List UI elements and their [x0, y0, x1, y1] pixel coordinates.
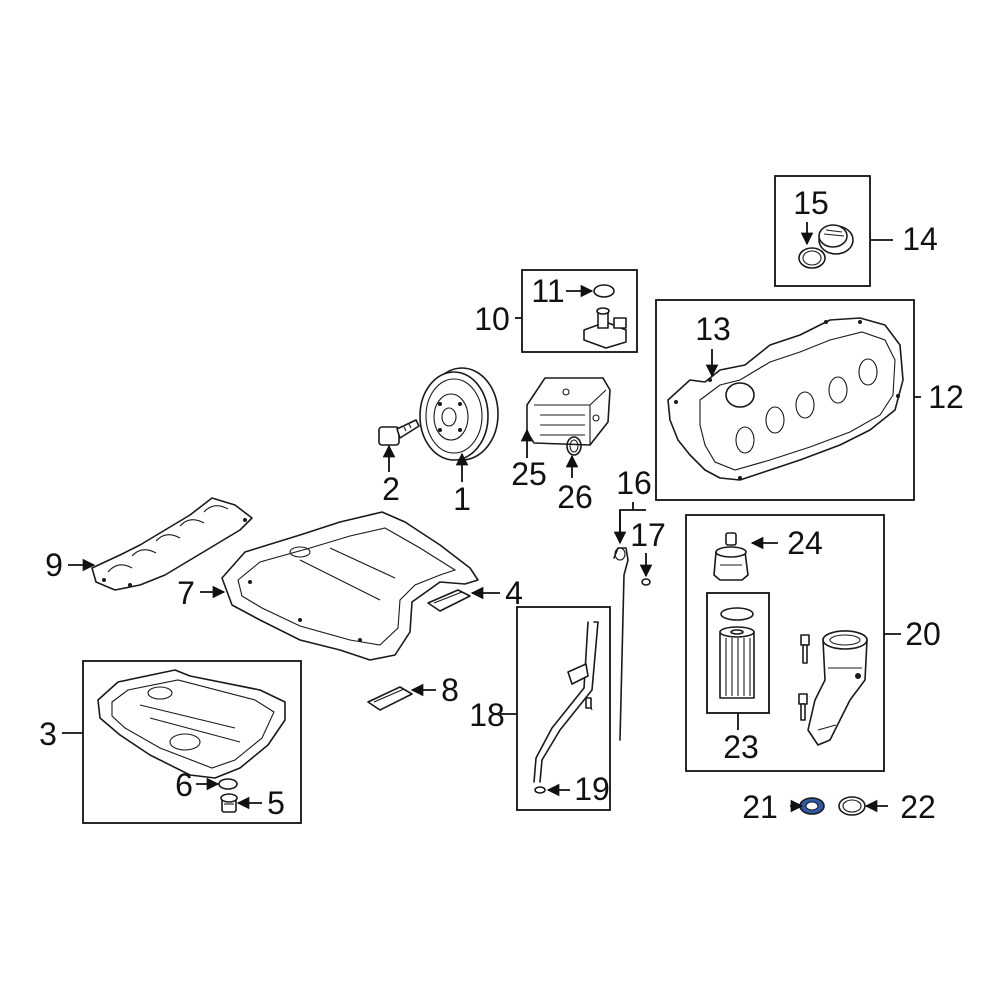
callout-14: 14 — [902, 221, 938, 257]
callout-10: 10 — [474, 301, 510, 337]
crankshaft-pulley-icon[interactable] — [419, 367, 499, 461]
callout-24: 24 — [787, 525, 823, 561]
callout-5: 5 — [267, 785, 285, 821]
oil-filter-element-icon[interactable] — [719, 607, 755, 699]
filler-cap-seal-icon[interactable] — [798, 247, 826, 269]
box-14-oil-cap — [774, 175, 871, 287]
callout-21: 21 — [742, 789, 778, 825]
baffle-plate-4-icon[interactable] — [427, 589, 471, 612]
callout-1: 1 — [453, 481, 471, 517]
seal-washer-icon[interactable] — [838, 796, 866, 816]
callout-19: 19 — [574, 771, 610, 807]
callout-9: 9 — [45, 547, 63, 583]
upper-oil-pan-icon[interactable] — [221, 511, 479, 661]
box-18-dipstick-tube — [516, 606, 611, 811]
box-20-filter-housing — [685, 514, 885, 772]
box-12-valve-cover — [655, 299, 915, 501]
lower-oil-pan-icon[interactable] — [97, 669, 286, 779]
oil-filter-housing-icon[interactable] — [807, 630, 868, 746]
filter-housing-bolt-icon[interactable] — [798, 693, 808, 721]
callout-15: 15 — [793, 185, 829, 221]
dipstick-tube-o-ring-icon[interactable] — [534, 786, 546, 794]
callout-26: 26 — [557, 479, 593, 515]
box-3-oil-pan-lower — [82, 660, 302, 824]
oil-filler-cap-icon[interactable] — [818, 224, 854, 255]
callout-11: 11 — [531, 273, 564, 309]
callout-13: 13 — [695, 311, 731, 347]
drain-plug-washer-icon[interactable] — [218, 778, 238, 790]
callout-25: 25 — [511, 456, 547, 492]
callout-23: 23 — [723, 729, 759, 765]
baffle-plate-8-icon[interactable] — [367, 686, 413, 711]
callout-17: 17 — [630, 517, 666, 553]
callout-18: 18 — [469, 697, 505, 733]
valve-cover-icon[interactable] — [667, 317, 904, 481]
callout-2: 2 — [382, 471, 400, 507]
callout-8: 8 — [441, 672, 459, 708]
callout-4: 4 — [505, 575, 523, 611]
callout-3: 3 — [39, 716, 57, 752]
oil-filter-cap-icon[interactable] — [713, 532, 749, 581]
callout-7: 7 — [177, 575, 195, 611]
oil-level-sensor-icon[interactable] — [583, 307, 627, 349]
box-10-oil-sensor — [521, 269, 638, 353]
bearing-cap-bridge-icon[interactable] — [91, 497, 253, 591]
callout-16: 16 — [616, 465, 652, 501]
dipstick-o-ring-icon[interactable] — [641, 578, 651, 586]
callout-6: 6 — [175, 767, 193, 803]
dipstick-tube-icon[interactable] — [533, 621, 599, 783]
filter-housing-bolt-icon[interactable] — [800, 634, 810, 664]
seal-washer-highlighted-icon[interactable] — [799, 797, 825, 815]
pulley-bolt-icon[interactable] — [378, 419, 420, 446]
callout-22: 22 — [900, 789, 936, 825]
callout-12: 12 — [928, 379, 964, 415]
drain-plug-icon[interactable] — [220, 793, 238, 813]
dipstick-icon[interactable] — [613, 547, 629, 741]
oil-cooler-icon[interactable] — [526, 377, 611, 446]
callout-20: 20 — [905, 616, 941, 652]
sensor-o-ring-icon[interactable] — [593, 284, 615, 298]
cooler-seal-ring-icon[interactable] — [566, 436, 582, 456]
